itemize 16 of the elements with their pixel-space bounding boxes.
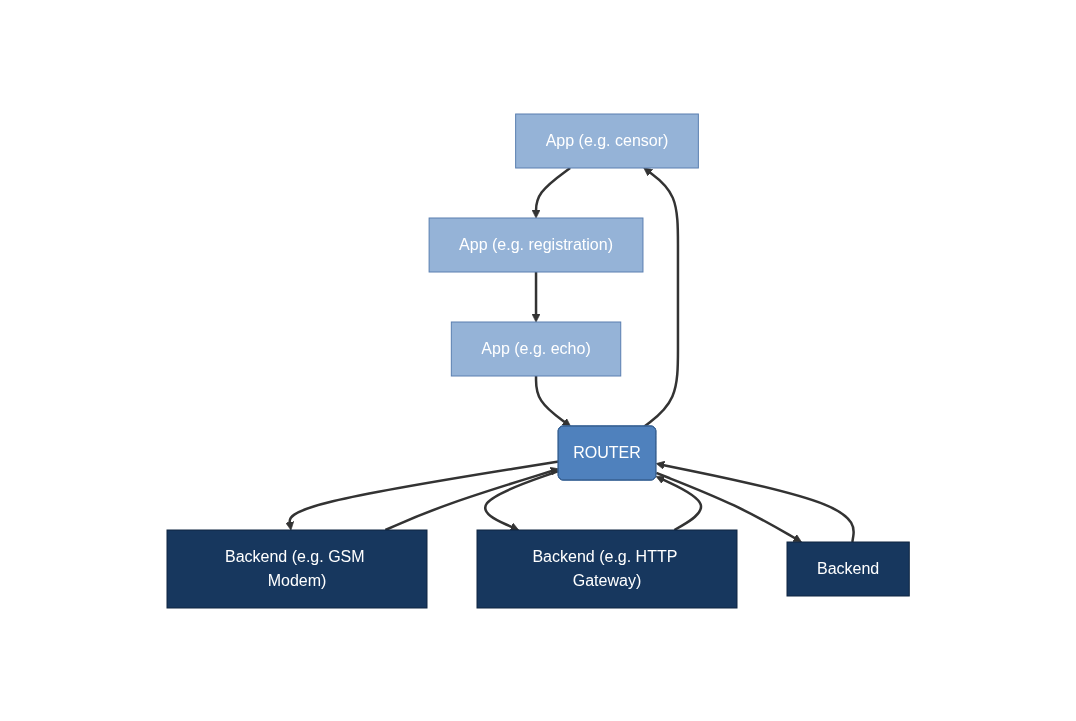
arrow (531, 271, 541, 322)
arrow (655, 460, 855, 542)
arrow (285, 459, 559, 530)
arrow (655, 471, 802, 542)
node-box: Backend (e.g. GSM Modem) (166, 529, 428, 608)
arrow (384, 466, 559, 531)
node-box: App (e.g. echo) (450, 321, 622, 376)
arrow (643, 167, 680, 427)
arrow (655, 475, 702, 531)
node-box: Backend (e.g. HTTP Gateway) (476, 529, 738, 608)
arrow (484, 469, 559, 531)
node-box: Backend (786, 541, 910, 596)
node-box: App (e.g. censor) (515, 113, 699, 168)
node-box: App (e.g. registration) (428, 217, 644, 272)
arrow (534, 375, 571, 427)
arrow (531, 166, 571, 218)
